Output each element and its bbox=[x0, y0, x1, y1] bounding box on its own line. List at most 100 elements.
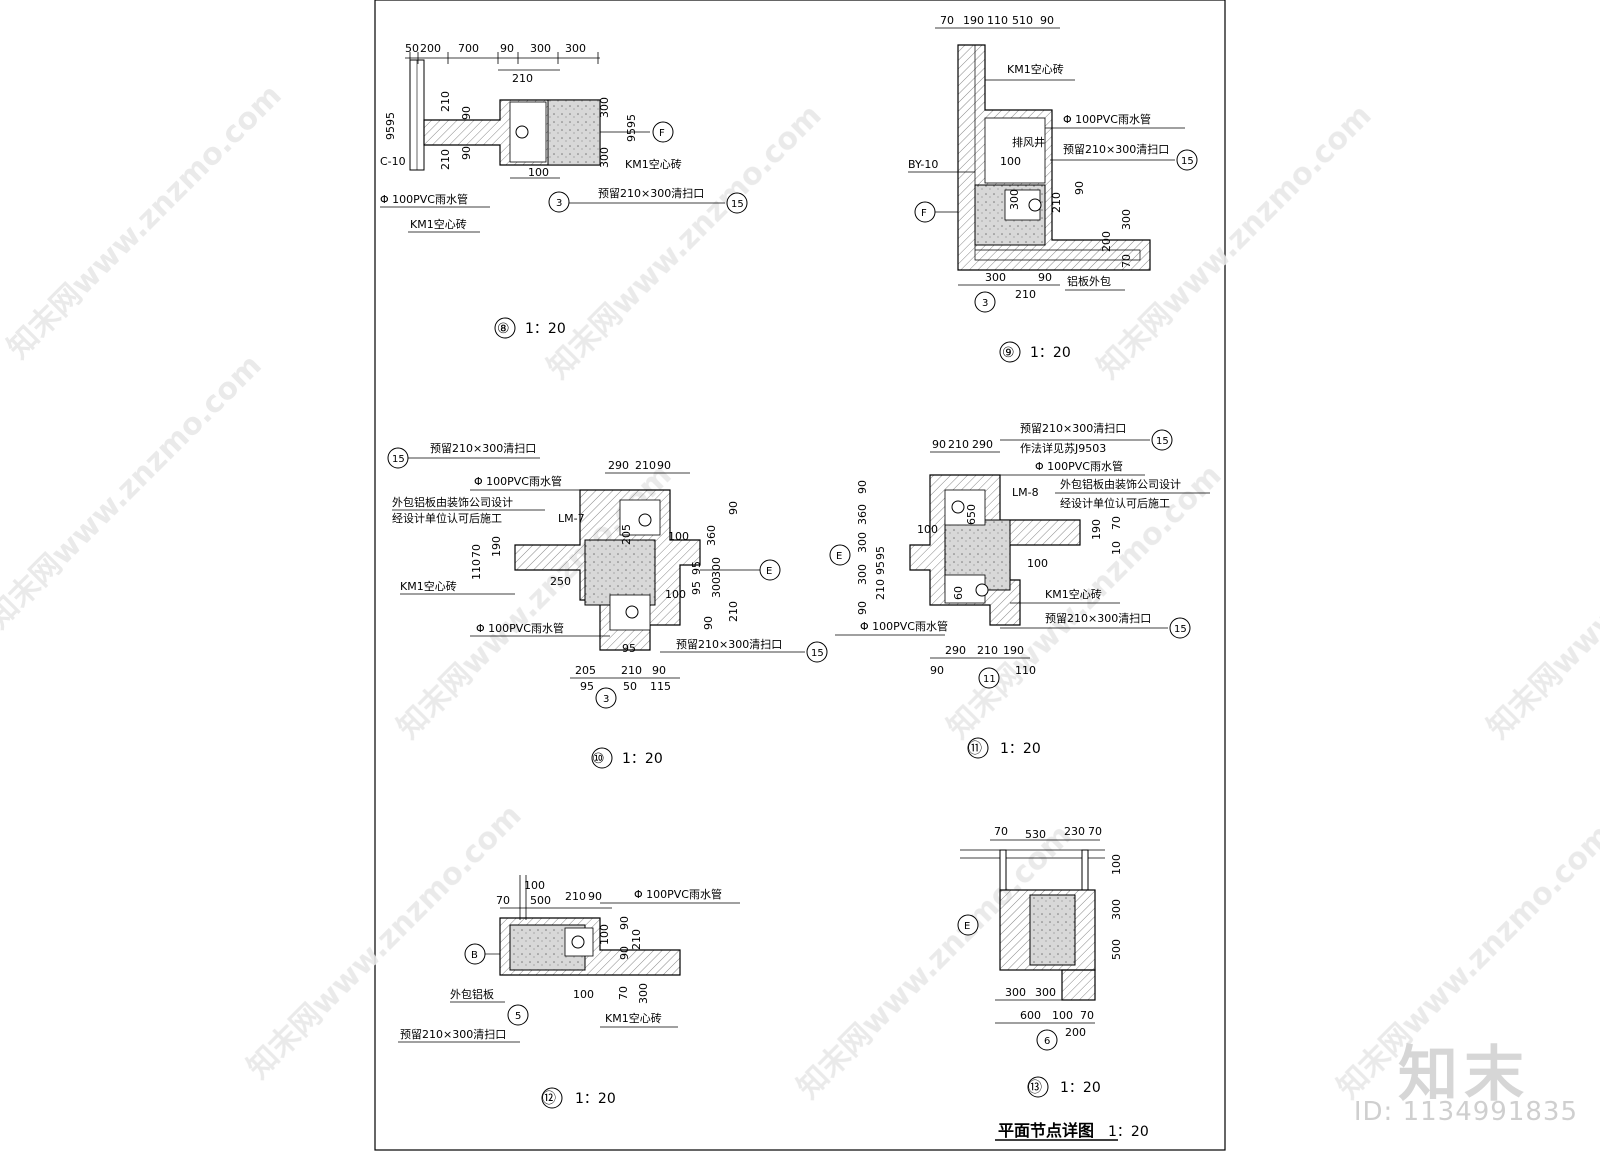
dim: 100 bbox=[1000, 155, 1021, 168]
dim: 90 bbox=[856, 480, 869, 494]
dim: 300 bbox=[530, 42, 551, 55]
dim: 95 bbox=[690, 561, 703, 575]
dim: 70 bbox=[496, 894, 510, 907]
axis-bubble: 6 bbox=[1044, 1036, 1050, 1047]
detail-11: 预留210×300清扫口 作法详见苏J9503 15 90 210 290 Φ … bbox=[829, 422, 1210, 759]
watermark: 知末网www.znzmo.com 知末网www.znzmo.com 知末网www… bbox=[0, 78, 1600, 1106]
dim: 190 bbox=[1090, 519, 1103, 540]
axis-bubble: E bbox=[766, 566, 772, 577]
dim: 70 bbox=[940, 14, 954, 27]
dim: 90 bbox=[702, 616, 715, 630]
detail-12: 70 100 500 210 90 Φ 100PVC雨水管 90 100 210… bbox=[398, 875, 740, 1109]
dim: 300 bbox=[1008, 189, 1021, 210]
dim: 300 bbox=[710, 577, 723, 598]
note: KM1空心砖 bbox=[410, 217, 467, 231]
dim: 210 bbox=[439, 149, 452, 170]
dim: 200 bbox=[1065, 1026, 1086, 1039]
dim: 9595 bbox=[625, 114, 638, 142]
ref-bubble: 15 bbox=[392, 454, 405, 465]
detail-scale: 1：20 bbox=[1000, 741, 1041, 757]
axis-bubble: 5 bbox=[515, 1011, 521, 1022]
dim: 500 bbox=[530, 894, 551, 907]
dim: 70 bbox=[1110, 516, 1123, 530]
detail-label: ⑬ bbox=[1028, 1080, 1042, 1096]
dim: 90 bbox=[1040, 14, 1054, 27]
dim: 530 bbox=[1025, 828, 1046, 841]
detail-label: ⑨ bbox=[1002, 345, 1015, 361]
dim: 100 bbox=[1110, 854, 1123, 875]
dim: 650 bbox=[965, 504, 978, 525]
detail-13: 70 530 230 70 100 300 500 E 300 300 600 … bbox=[957, 825, 1123, 1098]
dim: 210 bbox=[565, 890, 586, 903]
note: 外包铝板 bbox=[450, 987, 494, 1001]
dim: 100 bbox=[528, 166, 549, 179]
note: 作法详见苏J9503 bbox=[1020, 441, 1106, 455]
note: 外包铝板由装饰公司设计 bbox=[392, 495, 513, 509]
ref-bubble: 15 bbox=[1181, 156, 1194, 167]
dim: 290 bbox=[972, 438, 993, 451]
axis-bubble: F bbox=[659, 128, 665, 139]
dim: 90 bbox=[460, 106, 473, 120]
dim: 200 bbox=[420, 42, 441, 55]
detail-label: ⑩ bbox=[592, 751, 605, 767]
dim: 300 bbox=[565, 42, 586, 55]
axis-bubble: 3 bbox=[982, 298, 988, 309]
note: 预留210×300清扫口 bbox=[1020, 422, 1126, 435]
dim: 210 bbox=[630, 929, 643, 950]
dim: 100 bbox=[1027, 557, 1048, 570]
dim: 300 bbox=[856, 532, 869, 553]
note: KM1空心砖 bbox=[1007, 62, 1064, 76]
dim: 300 bbox=[598, 147, 611, 168]
note: BY-10 bbox=[908, 158, 938, 171]
dim: 90 bbox=[652, 664, 666, 677]
dim: 90 bbox=[930, 664, 944, 677]
dim: 360 bbox=[705, 525, 718, 546]
dim: 50 bbox=[623, 680, 637, 693]
dim: 210 bbox=[635, 459, 656, 472]
axis-bubble: E bbox=[836, 551, 842, 562]
dim: 90 bbox=[856, 601, 869, 615]
dim: 300 bbox=[1035, 986, 1056, 999]
note: 预留210×300清扫口 bbox=[598, 187, 704, 200]
dim: 210 bbox=[1050, 192, 1063, 213]
svg-text:知末网www.znzmo.com: 知末网www.znzmo.com bbox=[241, 798, 529, 1086]
ref-bubble: 15 bbox=[1174, 624, 1187, 635]
dim: 115 bbox=[650, 680, 671, 693]
brand-logo: 知末 bbox=[1398, 1040, 1530, 1110]
dim: 300 bbox=[1110, 899, 1123, 920]
dim: 510 bbox=[1012, 14, 1033, 27]
dim: 230 bbox=[1064, 825, 1085, 838]
axis-bubble: 3 bbox=[556, 198, 562, 209]
dim: 290 bbox=[608, 459, 629, 472]
id-mark: ID: 1134991835 bbox=[1353, 1097, 1578, 1127]
note: 铝板外包 bbox=[1067, 274, 1111, 288]
dim: 60 bbox=[952, 586, 965, 600]
axis-bubble: B bbox=[471, 950, 478, 961]
dim: 90 bbox=[618, 916, 631, 930]
sheet-title-scale: 1：20 bbox=[1108, 1124, 1149, 1140]
dim: 90 bbox=[1038, 271, 1052, 284]
dim: 9595 bbox=[384, 112, 397, 140]
note: 预留210×300清扫口 bbox=[1045, 612, 1151, 625]
dim: 90 bbox=[1073, 181, 1086, 195]
dim: 95 bbox=[580, 680, 594, 693]
dim: 70 bbox=[1080, 1009, 1094, 1022]
dim: 90 bbox=[657, 459, 671, 472]
dim: 190 bbox=[963, 14, 984, 27]
detail-scale: 1：20 bbox=[575, 1091, 616, 1107]
dim: 500 bbox=[1110, 939, 1123, 960]
dim: 70 bbox=[1120, 254, 1133, 268]
dim: 210 bbox=[439, 91, 452, 112]
dim: 100 bbox=[668, 530, 689, 543]
axis-bubble: E bbox=[964, 921, 970, 932]
dim: 210 bbox=[727, 601, 740, 622]
dim: 70 bbox=[617, 986, 630, 1000]
dim: 360 bbox=[856, 504, 869, 525]
dim: 90 bbox=[500, 42, 514, 55]
dim: 290 bbox=[945, 644, 966, 657]
dim: 205 bbox=[620, 524, 633, 545]
svg-text:知末网www.znzmo.com: 知末网www.znzmo.com bbox=[1481, 458, 1600, 746]
dim: 300 bbox=[1005, 986, 1026, 999]
note: LM-7 bbox=[558, 512, 585, 525]
